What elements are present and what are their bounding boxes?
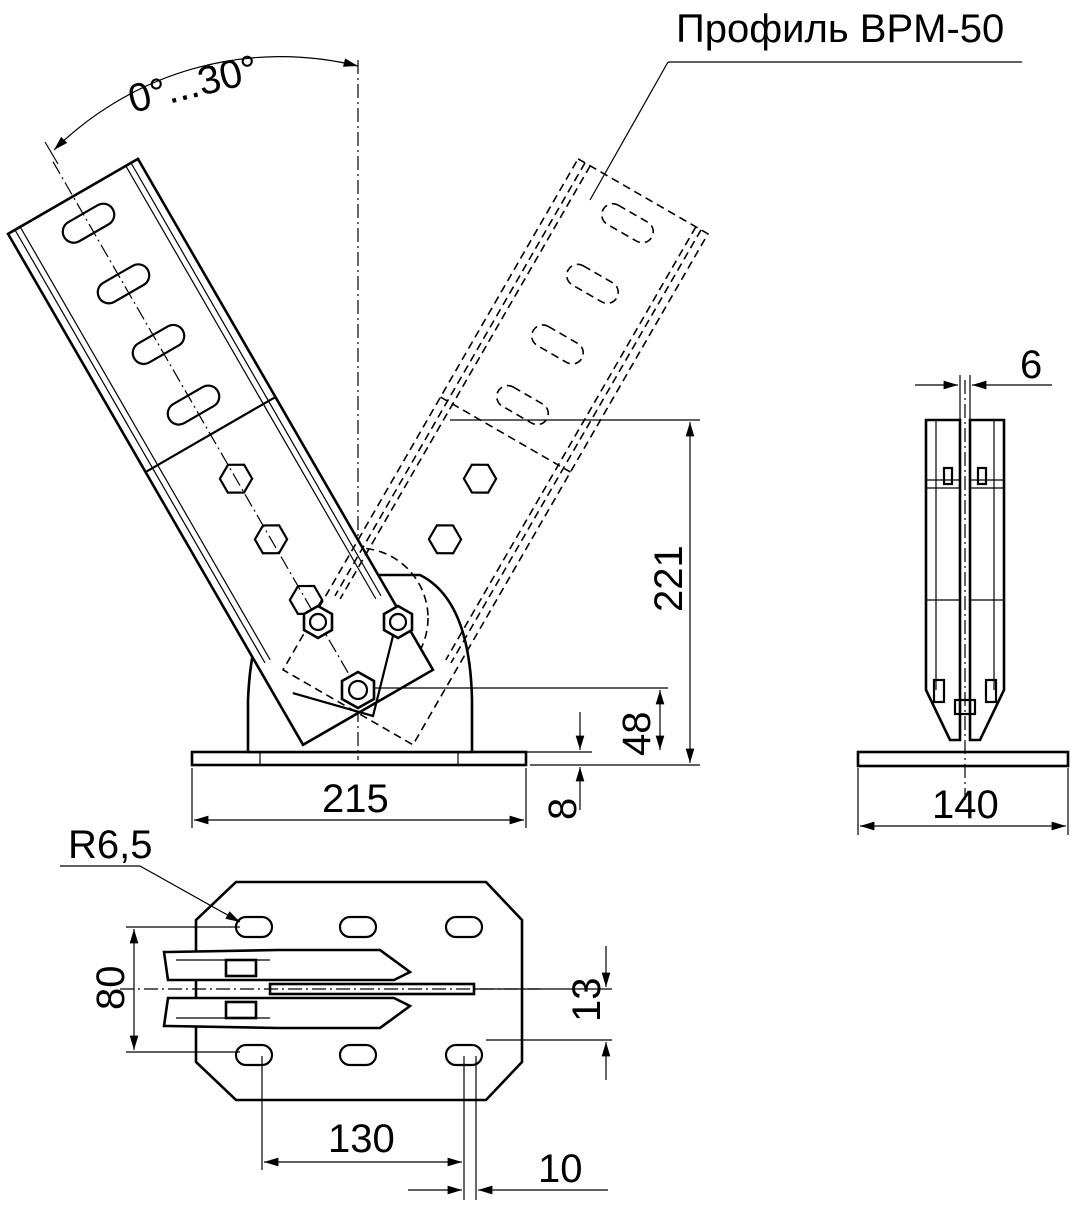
angle-label: 0°...30°	[124, 47, 263, 122]
base-plate	[190, 750, 528, 767]
profile-label: Профиль BPM-50	[676, 7, 1004, 51]
dim-215: 215	[322, 777, 389, 821]
left-profile-arm	[6, 157, 435, 747]
dim-8: 8	[541, 798, 585, 820]
right-profile-arm-dashed	[281, 157, 710, 746]
dim-80: 80	[89, 966, 133, 1011]
dim-130: 130	[328, 1117, 395, 1161]
dim-48: 48	[615, 712, 659, 757]
dim-140: 140	[932, 783, 999, 827]
dim-6: 6	[1020, 343, 1042, 387]
dim-10: 10	[538, 1147, 583, 1191]
top-view: R6,5 80 13 130 10	[60, 823, 612, 1200]
side-base-plate	[856, 750, 1070, 768]
side-view: 6 140	[856, 343, 1070, 835]
front-view: 0°...30° Профиль BPM-50 221 48 8 215	[6, 7, 1022, 828]
dim-13: 13	[565, 978, 609, 1023]
dim-r65: R6,5	[68, 823, 153, 867]
dim-221: 221	[647, 545, 691, 612]
